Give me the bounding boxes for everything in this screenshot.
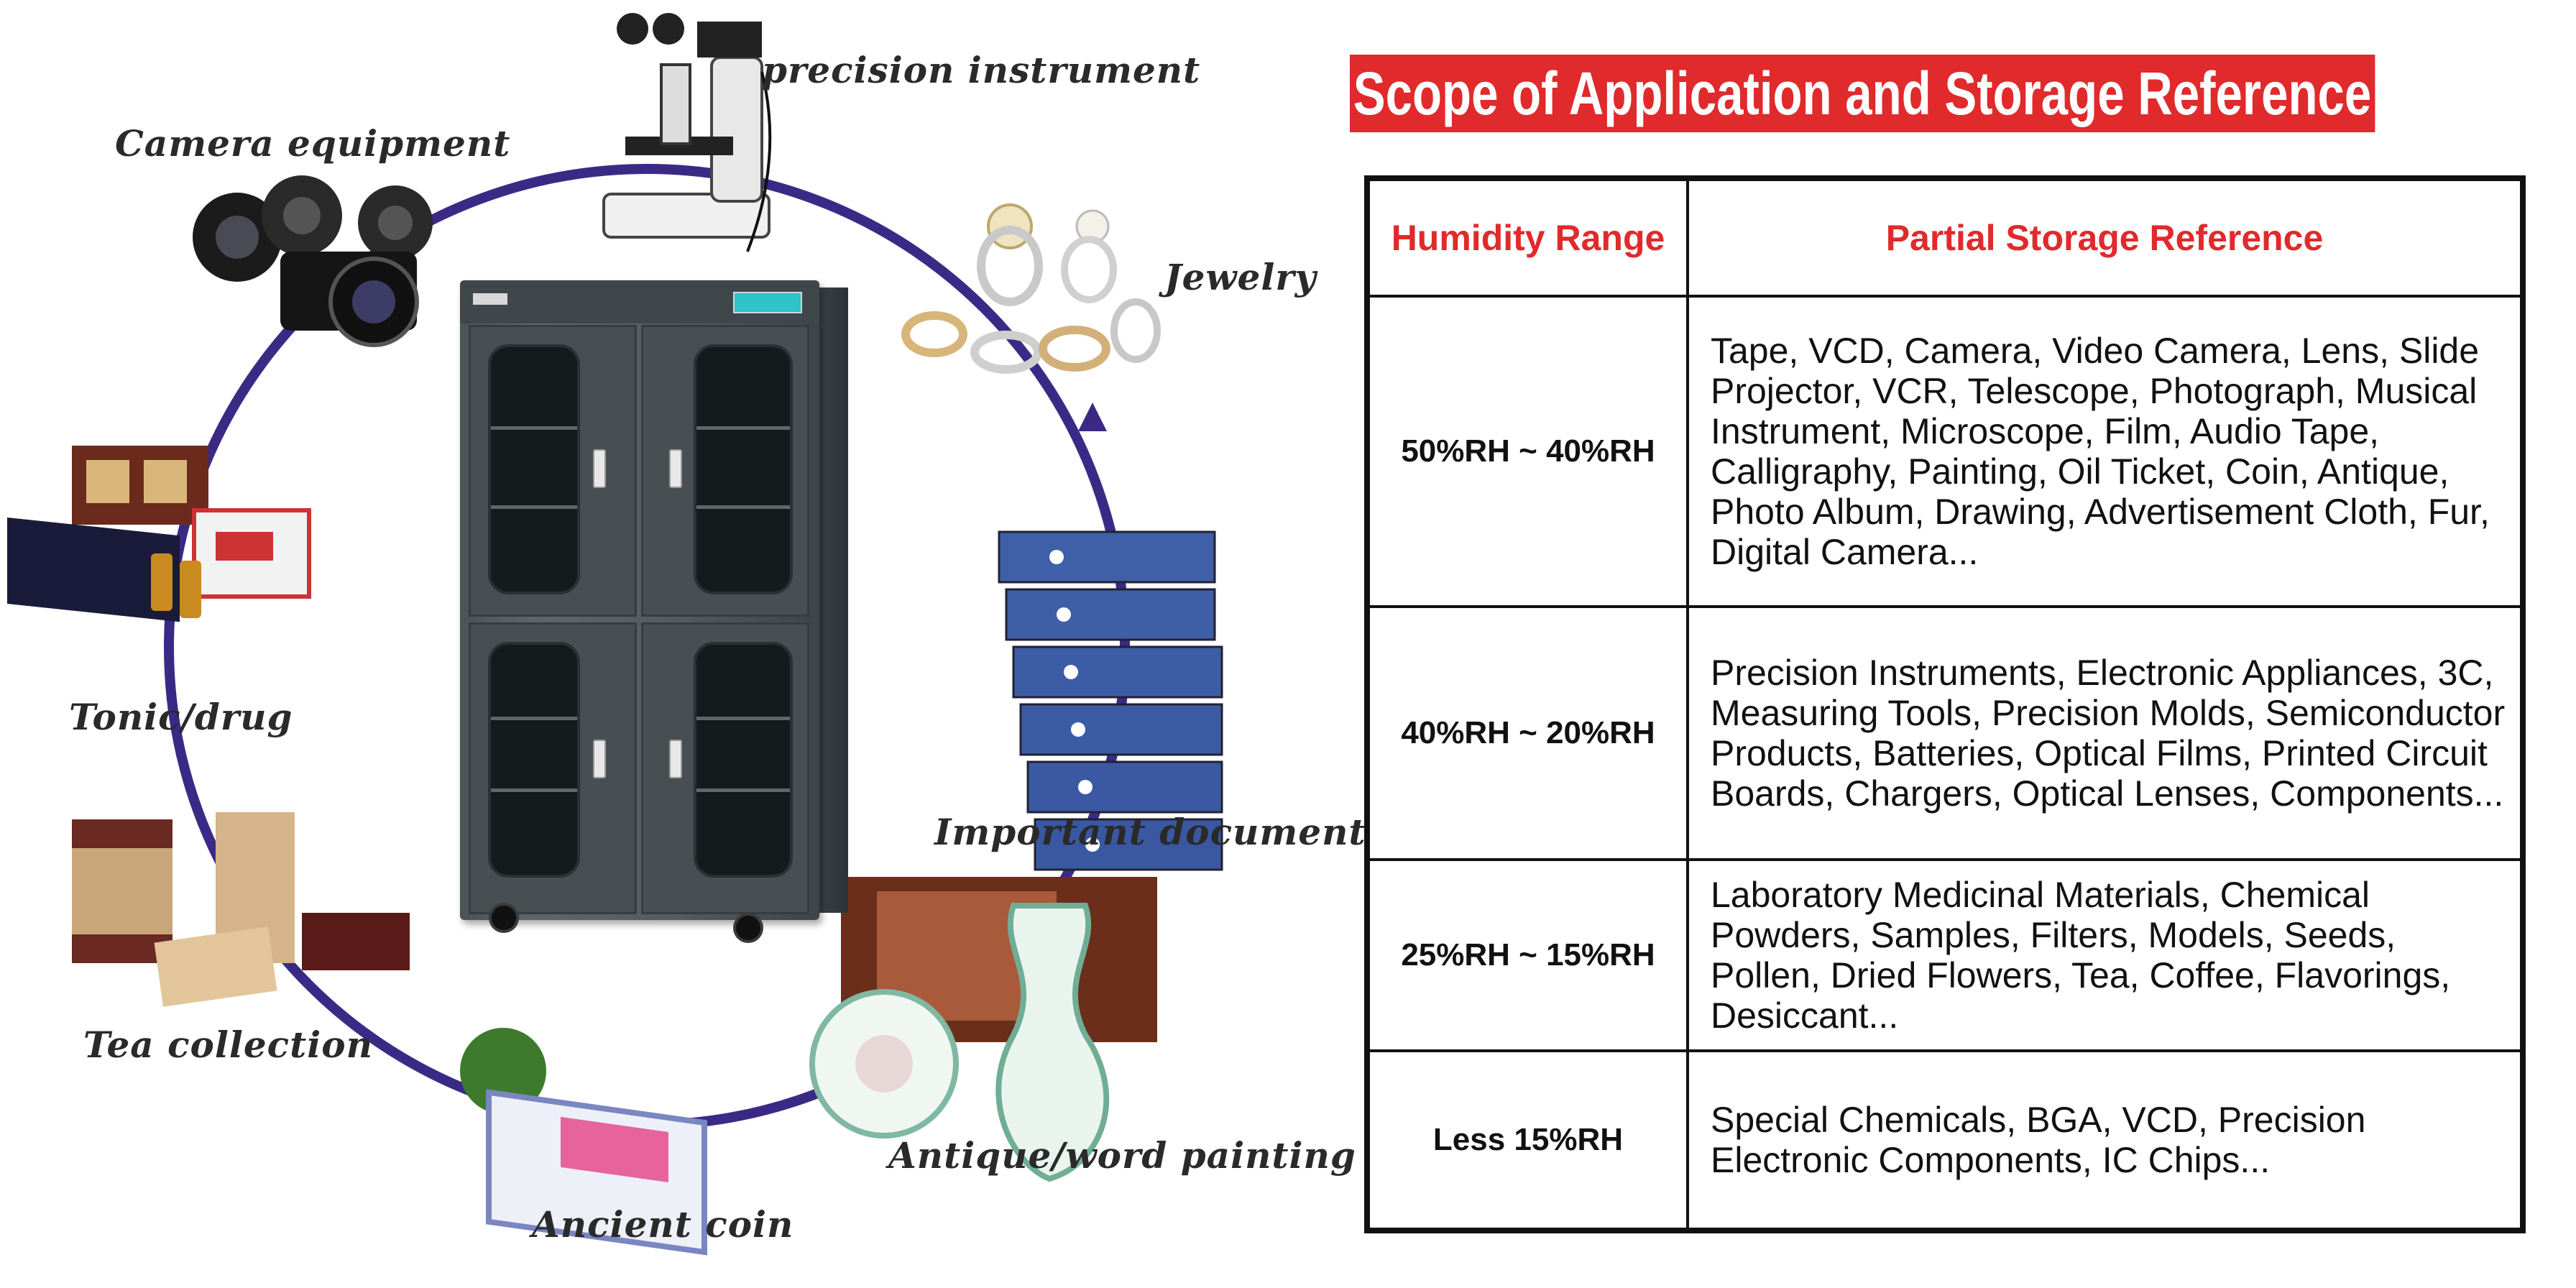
- door-handle: [593, 449, 606, 488]
- diagram-artwork: [7, 13, 1223, 1256]
- door-handle: [669, 449, 682, 488]
- door-window: [694, 642, 793, 878]
- shelf: [491, 426, 577, 430]
- ring-arrow: [1078, 402, 1107, 431]
- shelf: [491, 717, 577, 720]
- microscope-icon: [602, 13, 772, 252]
- tea-collection-icon: [72, 812, 410, 1007]
- table-header-row: Humidity Range Partial Storage Reference: [1366, 177, 2524, 298]
- ancient-coin-icon: [460, 1028, 707, 1256]
- storage-reference-cell: Tape, VCD, Camera, Video Camera, Lens, S…: [1686, 295, 2524, 608]
- humidity-range-cell: Less 15%RH: [1366, 1049, 1689, 1232]
- document-binders-icon: [998, 530, 1223, 871]
- table-row: 40%RH ~ 20%RH Precision Instruments, Ele…: [1366, 605, 2524, 861]
- shelf: [696, 426, 790, 430]
- label-tea-collection: Tea collection: [83, 1024, 373, 1066]
- tonic-drug-icon: [7, 446, 311, 622]
- jewelry-icon: [901, 203, 1161, 374]
- shelf: [696, 788, 790, 792]
- control-panel-icon: [733, 292, 802, 313]
- table-row: 25%RH ~ 15%RH Laboratory Medicinal Mater…: [1366, 858, 2524, 1052]
- door-window: [488, 642, 580, 878]
- humidity-range-cell: 50%RH ~ 40%RH: [1366, 295, 1689, 608]
- label-camera-equipment: Camera equipment: [115, 122, 511, 165]
- label-precision-instrument: precision instrument: [762, 49, 1201, 91]
- door-window: [488, 344, 580, 594]
- label-tonic-drug: Tonic/drug: [69, 696, 293, 738]
- storage-reference-cell: Precision Instruments, Electronic Applia…: [1686, 605, 2524, 861]
- humidity-range-cell: 25%RH ~ 15%RH: [1366, 858, 1689, 1052]
- shelf: [696, 505, 790, 509]
- storage-reference-cell: Laboratory Medicinal Materials, Chemical…: [1686, 858, 2524, 1052]
- door-handle: [669, 740, 682, 778]
- humidity-range-cell: 40%RH ~ 20%RH: [1366, 605, 1689, 861]
- door-window: [694, 344, 793, 594]
- antique-vase-icon: [809, 877, 1157, 1182]
- lower-left-door: [469, 622, 637, 914]
- upper-right-door: [641, 325, 809, 617]
- header-humidity-range: Humidity Range: [1366, 177, 1689, 298]
- cabinet-body: [460, 280, 819, 920]
- table-row: 50%RH ~ 40%RH Tape, VCD, Camera, Video C…: [1366, 295, 2524, 608]
- table-row: Less 15%RH Special Chemicals, BGA, VCD, …: [1366, 1049, 2524, 1232]
- page-title: Scope of Application and Storage Referen…: [1350, 55, 2375, 132]
- label-jewelry: Jewelry: [1164, 256, 1317, 298]
- storage-reference-cell: Special Chemicals, BGA, VCD, Precision E…: [1686, 1049, 2524, 1232]
- application-diagram: precision instrument Camera equipment Je…: [7, 13, 1366, 1256]
- header-partial-storage-reference: Partial Storage Reference: [1686, 177, 2524, 298]
- label-important-document: Important document: [934, 811, 1366, 853]
- camera-icon: [193, 175, 433, 347]
- cabinet-top: [460, 280, 819, 323]
- shelf: [491, 788, 577, 792]
- cabinet-side: [819, 288, 848, 913]
- shelf: [491, 505, 577, 509]
- brand-plate: [473, 293, 507, 305]
- storage-reference-table: Humidity Range Partial Storage Reference…: [1364, 175, 2526, 1233]
- lower-right-door: [641, 622, 809, 914]
- dry-cabinet: [460, 280, 848, 943]
- label-antique-word-painting: Antique/word painting: [888, 1134, 1356, 1177]
- wheel-icon: [733, 913, 763, 943]
- label-ancient-coin: Ancient coin: [532, 1203, 794, 1246]
- shelf: [696, 717, 790, 720]
- door-handle: [593, 740, 606, 778]
- wheel-icon: [489, 903, 519, 933]
- upper-left-door: [469, 325, 637, 617]
